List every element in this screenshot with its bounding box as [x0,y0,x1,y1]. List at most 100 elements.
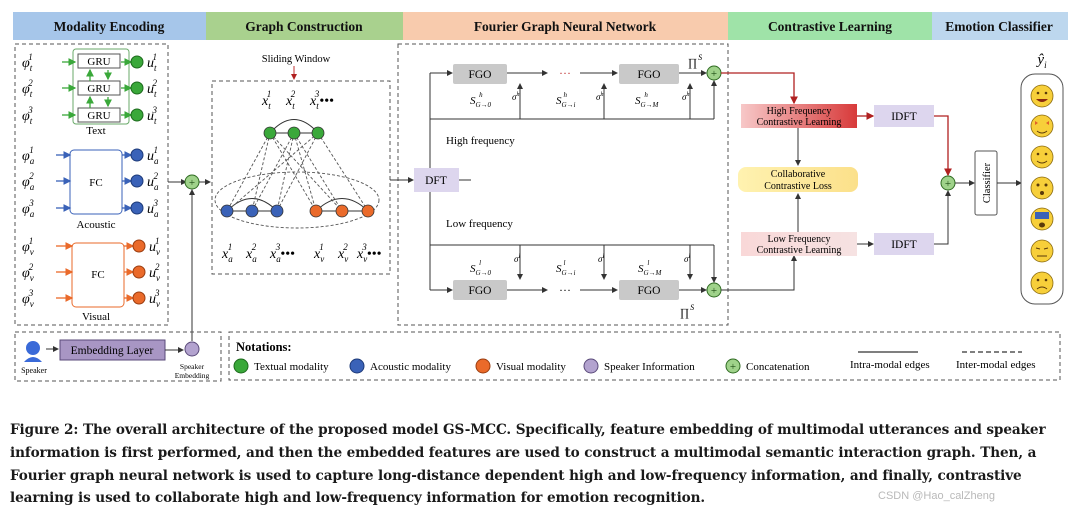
svg-text:σl: σl [684,254,690,264]
fgo-high-1 [453,64,507,84]
speaker-embedding-label-1: Speaker [180,362,205,371]
gru-box-2 [77,80,121,96]
idft-high-box [874,105,934,127]
graph-acoustic-node-1 [220,204,234,218]
watermark: CSDN @Hao_calZheng [878,490,995,502]
low-contrastive-line1: Low Frequency [767,234,830,245]
svg-text:φa2: φa2 [22,171,35,192]
legend-speaker: Speaker Information [604,361,695,373]
contrastive-panel: High Frequency Contrastive Learning Coll… [721,72,952,291]
graph-visual-node-2 [335,204,349,218]
graph-text-node-1 [263,126,277,140]
header-modality: Modality Encoding [54,19,165,34]
text-output-node-1 [130,55,144,69]
speaker-embedding-node [184,341,200,357]
classifier-panel: + Classifier ŷi [940,52,1064,305]
speaker-icon [26,341,40,355]
emoji-surprise-icon [1030,176,1054,200]
svg-text:SG→Mh: SG→Mh [635,91,660,109]
svg-text:ut2: ut2 [147,78,158,99]
legend-visual: Visual modality [496,361,566,373]
legend-intra: Intra-modal edges [850,359,930,371]
svg-text:SG→ih: SG→ih [556,91,576,109]
svg-text:xt1: xt1 [261,89,271,111]
low-contrastive-line2: Contrastive Learning [757,245,842,256]
text-output-node-3 [130,108,144,122]
svg-text:SG→Ml: SG→Ml [638,259,663,277]
svg-text:σh: σh [512,92,519,102]
visual-output-node-1 [132,239,146,253]
figure-caption: Figure 2: The overall architecture of th… [10,422,1046,507]
speaker-label: Speaker [21,366,47,375]
fgo-high-2 [619,64,679,84]
acoustic-output-node-2 [130,174,144,188]
legend-acoustic: Acoustic modality [370,361,451,373]
svg-text:+: + [711,285,717,297]
fgo-high-1-label: FGO [468,69,491,81]
fgo-high-2-label: FGO [637,69,660,81]
high-contrastive-line2: Contrastive Learning [757,117,842,128]
svg-text:ua1: ua1 [147,145,159,166]
legend-speaker-icon [583,358,599,374]
legend-textual-icon [233,358,249,374]
y-hat-label: ŷi [1035,52,1047,70]
classifier-label: Classifier [982,162,993,203]
svg-text:+: + [189,177,195,189]
encoding-concat: + [168,174,211,341]
header-graph: Graph Construction [245,19,363,34]
gru-box-1 [77,53,121,69]
svg-text:φa3: φa3 [22,198,35,219]
header-graph-band [206,12,403,40]
graph-visual-node-3 [361,204,375,218]
legend-textual: Textual modality [254,361,329,373]
svg-text:φt3: φt3 [22,105,33,126]
fgo-low-2 [619,280,679,300]
svg-text:xa2: xa2 [245,242,257,264]
graph-text-node-3 [311,126,325,140]
svg-text:+: + [945,178,951,190]
fgo-low-1-label: FGO [468,285,491,297]
graph-construction-panel: Sliding Window xt1 xt2 xt3••• xa1 xa2 xa… [211,54,391,275]
architecture-figure: Modality Encoding Graph Construction Fou… [13,12,1068,382]
collaborative-line1: Collaborative [771,169,826,180]
notations-panel: Notations: Textual modality Acoustic mod… [228,331,1061,381]
fgo-low-2-label: FGO [637,285,660,297]
header-modality-band [13,12,206,40]
high-frequency-label: High frequency [446,135,515,147]
modality-encoding-panel: GRU GRU GRU Text φt1 φt2 φt3 ut1 ut2 ut3 [14,43,169,326]
svg-text:φv2: φv2 [22,262,34,283]
header-contrast: Contrastive Learning [768,19,892,34]
emoji-star-eyes-icon [1030,114,1054,138]
svg-text:SG→0h: SG→0h [470,91,492,109]
gru-label-1: GRU [87,56,110,68]
high-contrastive-line1: High Frequency [767,106,832,117]
graph-acoustic-node-2 [245,204,259,218]
visual-output-node-3 [132,291,146,305]
svg-text:uv2: uv2 [149,262,160,283]
header-contrast-band [728,12,932,40]
svg-text:σl: σl [514,254,520,264]
legend-concat: Concatenation [746,361,810,373]
emoji-disgust-icon [1030,239,1054,263]
gru-label-2: GRU [87,83,110,95]
visual-modality-label: Visual [82,311,110,323]
idft-low-label: IDFT [891,239,917,251]
svg-text:φt2: φt2 [22,78,33,99]
svg-text:xa1: xa1 [221,242,233,264]
acoustic-output-node-3 [130,201,144,215]
svg-text:∏S: ∏S [688,53,702,69]
idft-high-label: IDFT [891,111,917,123]
header-fourier: Fourier Graph Neural Network [474,19,657,34]
low-contrastive-box [741,232,857,256]
emoji-smile-icon [1030,145,1054,169]
header-classifier: Emotion Classifier [945,19,1053,34]
svg-text:ua3: ua3 [147,198,159,219]
fourier-gnn-panel: DFT FGO ··· FGO SG→0h SG→ih SG→Mh σh σh … [390,43,729,326]
svg-text:+: + [730,361,736,373]
graph-acoustic-node-3 [270,204,284,218]
acoustic-output-node-1 [130,148,144,162]
collaborative-line2: Contrastive Loss [764,181,832,192]
speaker-panel: Speaker Embedding Layer Speaker Embeddin… [14,331,222,382]
svg-text:φt1: φt1 [22,52,33,73]
fgo-low-1 [453,280,507,300]
